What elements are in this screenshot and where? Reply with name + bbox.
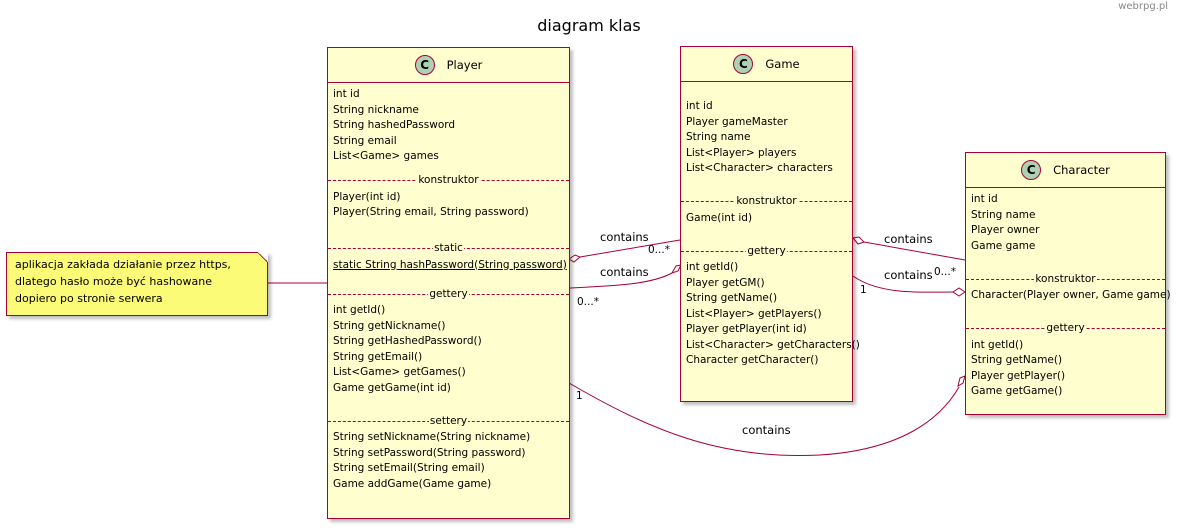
class-method: int getId() bbox=[971, 338, 1024, 351]
aggregation-diamond-game-character-1 bbox=[852, 236, 865, 245]
relation-label: contains bbox=[600, 230, 649, 244]
relation-label: contains bbox=[884, 268, 933, 282]
class-method: Character getCharacter() bbox=[686, 354, 819, 366]
class-stereotype-icon: C bbox=[1021, 160, 1042, 180]
class-field: List<Game> games bbox=[333, 150, 439, 162]
relation-label: contains bbox=[600, 265, 649, 279]
class-method: String setPassword(String password) bbox=[333, 446, 526, 459]
class-stereotype-icon: C bbox=[733, 54, 754, 74]
class-field: String email bbox=[333, 134, 397, 147]
class-method: Character(Player owner, Game game) bbox=[971, 289, 1171, 301]
section-label: static bbox=[433, 242, 464, 254]
class-header: C Player bbox=[328, 48, 569, 83]
relation-multiplicity: 0...* bbox=[648, 244, 670, 256]
class-method: int getId() bbox=[333, 304, 386, 316]
section-label: gettery bbox=[428, 287, 469, 300]
section-label: gettery bbox=[1045, 322, 1086, 334]
aggregation-diamond-player-game-2 bbox=[670, 264, 682, 274]
relation-multiplicity: 1 bbox=[576, 390, 583, 402]
class-field: Game game bbox=[971, 239, 1036, 252]
section-separator: gettery bbox=[328, 286, 569, 301]
watermark: webrpg.pl bbox=[1118, 1, 1168, 12]
class-field: String name bbox=[686, 131, 751, 143]
relation-line-player-game-1 bbox=[579, 239, 681, 258]
section-label: konstruktor bbox=[735, 195, 798, 207]
class-method: List<Game> getGames() bbox=[333, 366, 466, 378]
relation-label: contains bbox=[884, 232, 933, 246]
relation-line-game-character-2 bbox=[852, 275, 954, 293]
section-separator: settery bbox=[328, 413, 569, 428]
class-method: Player getGM() bbox=[686, 276, 765, 289]
section-label: konstruktor bbox=[1034, 272, 1097, 285]
class-field: Player gameMaster bbox=[686, 115, 788, 128]
diagram-title: diagram klas bbox=[537, 16, 641, 35]
class-method: int getId() bbox=[686, 261, 739, 273]
security-note: aplikacja zakłada działanie przez https,… bbox=[6, 252, 268, 316]
class-name: Player bbox=[446, 58, 483, 72]
relation-multiplicity: 1 bbox=[860, 284, 867, 296]
aggregation-diamond-player-character bbox=[957, 375, 966, 388]
class-field: String nickname bbox=[333, 103, 419, 116]
class-field: String name bbox=[971, 208, 1036, 221]
class-method: String setNickname(String nickname) bbox=[333, 431, 531, 443]
class-method: Player(int id) bbox=[333, 190, 401, 203]
class-method: String getName() bbox=[686, 292, 778, 304]
class-method: Player getPlayer() bbox=[971, 369, 1066, 382]
relation-line-player-game-2 bbox=[568, 272, 673, 289]
class-method: Game(int id) bbox=[686, 211, 753, 224]
class-character[interactable]: C Character int id String name Player ow… bbox=[965, 152, 1171, 415]
section-separator: gettery bbox=[681, 243, 852, 258]
section-separator: konstruktor bbox=[328, 173, 569, 188]
relation-multiplicity: 0...* bbox=[577, 296, 599, 308]
class-field: String hashedPassword bbox=[333, 119, 456, 131]
class-method: Player getPlayer(int id) bbox=[686, 323, 807, 335]
relation-multiplicity: 0...* bbox=[934, 266, 956, 278]
relation-line-game-character-1 bbox=[863, 241, 966, 261]
class-method: String getEmail() bbox=[333, 350, 423, 363]
class-method: String getName() bbox=[971, 354, 1063, 366]
section-label: gettery bbox=[746, 244, 787, 257]
class-method: Game getGame(int id) bbox=[333, 381, 451, 394]
class-method: String getNickname() bbox=[333, 319, 446, 332]
class-field: int id bbox=[971, 193, 998, 205]
class-method: Game addGame(Game game) bbox=[333, 477, 492, 490]
class-field: Player owner bbox=[971, 224, 1040, 236]
class-method: List<Player> getPlayers() bbox=[686, 307, 822, 320]
class-method: String getHashedPassword() bbox=[333, 335, 482, 347]
section-separator: static bbox=[328, 241, 569, 256]
class-method: List<Character> getCharacters() bbox=[686, 338, 860, 351]
class-method: Player(String email, String password) bbox=[333, 206, 529, 218]
class-name: Character bbox=[1053, 163, 1110, 177]
relation-label: contains bbox=[742, 423, 791, 437]
class-field: List<Character> characters bbox=[686, 162, 833, 174]
class-header: C Game bbox=[681, 47, 852, 82]
class-player[interactable]: C Player int id String nickname String h… bbox=[327, 47, 570, 519]
class-static-method: static String hashPassword(String passwo… bbox=[333, 258, 567, 271]
note-line: dopiero po stronie serwera bbox=[15, 292, 163, 305]
note-line: dlatego hasło może być hashowane bbox=[15, 275, 213, 288]
class-field: List<Player> players bbox=[686, 146, 797, 159]
class-field: int id bbox=[333, 88, 360, 100]
aggregation-diamond-player-game-1 bbox=[568, 254, 581, 263]
class-game[interactable]: C Game int id Player gameMaster String n… bbox=[680, 46, 860, 402]
class-field: int id bbox=[686, 100, 713, 112]
note-line: aplikacja zakłada działanie przez https, bbox=[15, 258, 231, 271]
section-separator: konstruktor bbox=[681, 194, 852, 209]
relation-line-player-character bbox=[568, 382, 960, 457]
class-header: C Character bbox=[966, 153, 1165, 188]
aggregation-diamond-game-character-2 bbox=[952, 287, 966, 297]
section-label: konstruktor bbox=[417, 174, 480, 186]
class-stereotype-icon: C bbox=[414, 55, 435, 75]
class-name: Game bbox=[765, 57, 800, 71]
section-separator: konstruktor bbox=[966, 271, 1165, 286]
class-method: Game getGame() bbox=[971, 385, 1063, 397]
section-label: settery bbox=[428, 414, 469, 427]
section-separator: gettery bbox=[966, 321, 1165, 336]
class-method: String setEmail(String email) bbox=[333, 462, 485, 474]
